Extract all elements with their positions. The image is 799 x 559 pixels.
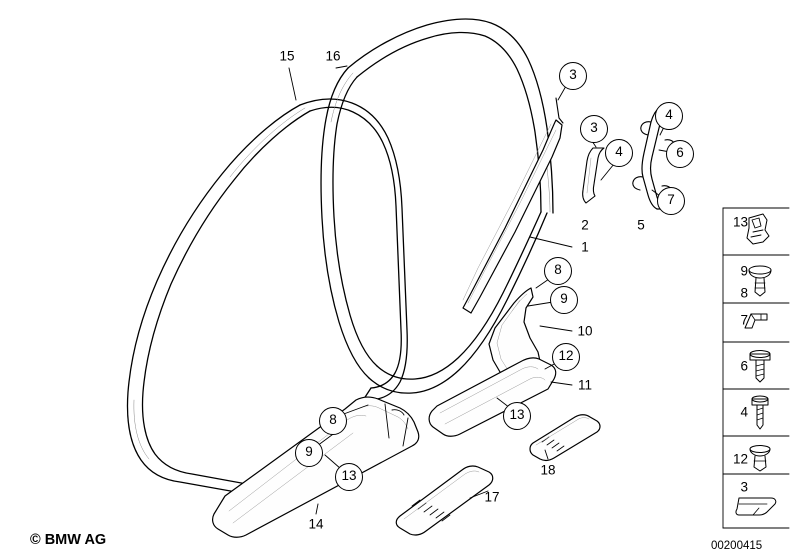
callout-13-center: 13 [503,402,531,430]
copyright-notice: © BMW AG [30,532,107,548]
callout-2: 2 [581,218,589,233]
callout-17: 17 [484,490,499,505]
part-17-sill-plate [395,465,494,536]
part-1-a-pillar-trim [462,97,564,314]
legend-row-label: 12 [732,451,748,467]
callout-10: 10 [577,324,592,339]
callout-label: 7 [667,192,675,207]
legend-row-label: 13 [732,214,748,230]
legend-row-label: 3 [740,479,748,495]
callout-label: 15 [279,48,295,64]
callout-label: 12 [558,348,574,363]
legend-icon-screw-6 [749,350,771,383]
legend-row-6: 6 [726,359,748,374]
legend-icon-rivet-9-8 [748,265,772,297]
callout-8-upper: 8 [544,257,572,285]
part-2-cover-strip [582,147,605,204]
callout-label: 13 [341,468,357,483]
part-16-door-seal [320,18,554,394]
callout-8-lower: 8 [319,407,347,435]
callout-1: 1 [581,240,589,255]
legend-icon-strip-3 [735,497,777,516]
callout-label: 17 [484,489,500,505]
callout-label: 3 [590,120,598,135]
part-14-front-sill-trim [212,396,420,538]
legend-row-label: 7 [740,312,748,328]
callout-label: 13 [509,407,525,422]
callout-3-mid: 3 [580,115,608,143]
callout-18: 18 [540,463,555,478]
legend-row-13: 13 [726,215,748,230]
callout-label: 8 [554,262,562,277]
callout-label: 18 [540,462,556,478]
callout-label: 8 [329,412,337,427]
callout-4-mid: 4 [605,139,633,167]
callout-6: 6 [666,140,694,168]
callout-label: 9 [560,291,568,306]
callout-label: 11 [577,377,593,393]
legend-row-3: 3 [726,480,748,495]
legend-icon-clip-13 [746,213,770,245]
callout-label: 3 [569,67,577,82]
legend-row-7: 7 [726,313,748,328]
callout-12: 12 [552,343,580,371]
callout-9-upper: 9 [550,286,578,314]
callout-label: 6 [676,145,684,160]
part-18-rear-sill-plate [529,414,601,461]
legend-icon-screw-4 [751,395,769,430]
legend-row-label: 9 [740,263,748,279]
legend-row-label: 4 [740,404,748,420]
callout-13-lower: 13 [335,463,363,491]
callout-label: 4 [615,144,623,159]
legend-icon-bracket-7 [744,313,768,329]
callout-label: 1 [581,239,589,255]
callout-14: 14 [308,517,323,532]
callout-7: 7 [657,187,685,215]
callout-4-top: 4 [655,102,683,130]
legend-row-12: 12 [726,452,748,467]
callout-label: 2 [581,217,589,233]
callout-3-top: 3 [559,62,587,90]
callout-5: 5 [637,218,645,233]
legend-row-label: 8 [740,285,748,301]
legend-row-4: 4 [726,405,748,420]
callout-label: 9 [305,444,313,459]
callout-label: 16 [325,48,341,64]
part-11-sill-strip [428,357,557,437]
callout-9-lower: 9 [295,439,323,467]
callout-label: 10 [577,323,593,339]
callout-label: 5 [637,217,645,233]
legend-row-9: 9 [726,264,748,279]
legend-icon-plug-12 [749,445,771,472]
legend-row-8: 8 [726,286,748,301]
callout-label: 14 [308,516,324,532]
callout-16: 16 [325,49,340,64]
callout-11: 11 [578,378,592,393]
callout-15: 15 [279,49,294,64]
legend-panel [722,207,790,529]
callout-label: 4 [665,107,673,122]
part-number: 00200415 [711,540,763,552]
legend-row-label: 6 [740,358,748,374]
